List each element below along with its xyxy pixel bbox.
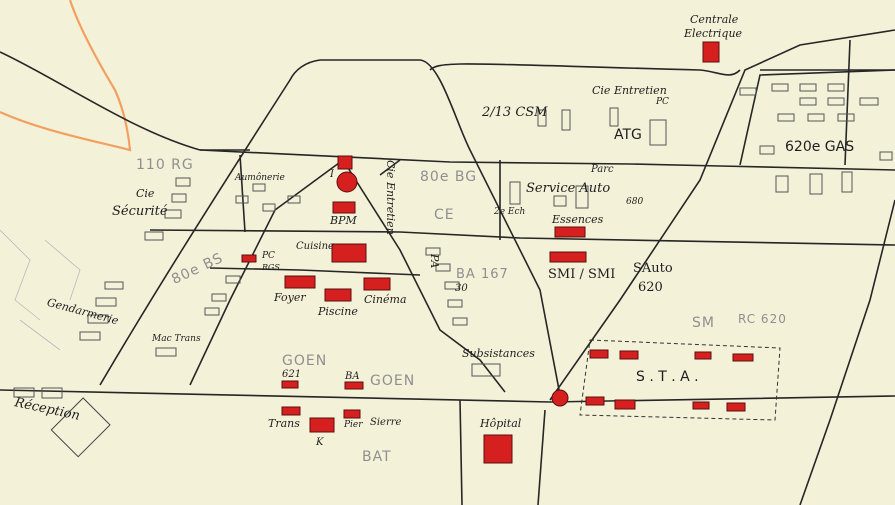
label-ce: CE	[434, 207, 455, 223]
road-inner-triangle-right	[342, 159, 506, 393]
label-621: 621	[282, 369, 302, 380]
label-rgs: RGS	[262, 263, 280, 272]
pencil-terrain	[0, 229, 81, 351]
road-hospital-left	[459, 399, 463, 505]
label-bat: BAT	[362, 449, 392, 465]
label-centrale: Centrale	[690, 13, 739, 26]
label-piscine: Piscine	[318, 305, 358, 318]
label-sm: SM	[692, 315, 715, 331]
foyer-building	[284, 275, 316, 289]
road-main-ew	[199, 149, 895, 171]
trans-building-1	[281, 406, 301, 416]
road-inner-triangle-left	[189, 159, 344, 386]
aumonerie-building	[241, 254, 257, 263]
label-parc: Parc	[591, 164, 614, 175]
label-aumonerie: Aumônerie	[235, 173, 285, 183]
label-foyer: Foyer	[274, 291, 306, 304]
sta-building-5	[585, 396, 605, 406]
label-csm: 2/13 CSM	[482, 105, 548, 120]
road-mid-ew	[149, 229, 895, 246]
sta-building-7	[692, 401, 710, 410]
label-cie: Cie	[136, 187, 155, 200]
label-sta: S . T . A .	[636, 369, 699, 385]
label-ech2: 2e Ech	[494, 207, 526, 217]
label-trans: Trans	[268, 417, 300, 430]
cie-entretien-building	[337, 155, 353, 170]
label-electrique: Electrique	[684, 27, 743, 40]
label-pier: Pier	[344, 420, 363, 430]
road-mid-vert	[379, 159, 401, 176]
cuisine-building	[331, 243, 367, 263]
label-680: 680	[626, 197, 644, 207]
sta-building-1	[589, 349, 609, 359]
label-cinema: Cinéma	[364, 293, 407, 306]
road-northeast	[429, 63, 741, 76]
label-smi: SMI / SMI	[548, 267, 616, 282]
label-cie-entretien-vertical: Cie Entretien	[384, 160, 397, 235]
label-atg: ATG	[614, 127, 642, 143]
hopital-building	[483, 434, 513, 464]
sta-building-8	[726, 402, 746, 412]
label-sauto: SAuto	[633, 261, 673, 276]
bpm-circle	[336, 171, 358, 193]
label-620: 620	[638, 280, 663, 295]
sta-building-4	[732, 353, 754, 362]
label-30: 30	[455, 283, 468, 294]
road-east-block-left	[739, 69, 895, 166]
river-line	[0, 0, 132, 152]
label-essences: Essences	[552, 213, 604, 226]
sta-building-2	[619, 350, 639, 360]
label-subsistances: Subsistances	[462, 347, 535, 360]
label-110rg: 110 RG	[136, 157, 194, 173]
label-hopital: Hôpital	[480, 417, 522, 430]
reception-gate	[50, 397, 111, 458]
road-inner-ew	[209, 267, 421, 276]
road-north	[0, 51, 201, 151]
621-building	[281, 380, 299, 389]
road-south	[0, 389, 895, 403]
hollow-buildings	[13, 83, 893, 399]
label-securite: Sécurité	[112, 204, 168, 219]
label-gas620: 620e GAS	[785, 139, 855, 155]
road-west-vert	[239, 154, 246, 233]
label-80bg: 80e BG	[420, 169, 478, 185]
road-ne-diag	[799, 199, 895, 505]
sta-boundary	[579, 339, 781, 421]
label-ba: BA	[345, 371, 360, 382]
road-diag-east	[549, 29, 895, 401]
label-k: K	[316, 437, 324, 448]
label-rc620: RC 620	[738, 312, 787, 326]
smi-building	[549, 251, 587, 263]
label-pc: PC	[656, 97, 669, 107]
sta-building-3	[694, 351, 712, 360]
label-i: I	[330, 169, 334, 180]
piscine-building	[324, 288, 352, 302]
label-serre: Sierre	[370, 417, 402, 428]
label-goen-2: GOEN	[370, 373, 416, 389]
label-cuisine: Cuisine	[296, 241, 334, 252]
bpm-building	[332, 201, 356, 214]
label-mactrans: Mac Trans	[152, 334, 201, 344]
trans-building-2	[309, 417, 335, 433]
label-pa: PA	[428, 254, 441, 269]
label-ba167: BA 167	[456, 267, 509, 282]
essences-building	[554, 226, 586, 238]
sta-building-6	[614, 399, 636, 410]
ba-building	[344, 381, 364, 390]
road-east-vert	[844, 39, 851, 166]
sta-circle	[551, 389, 569, 407]
cinema-building	[363, 277, 391, 291]
label-service-auto: Service Auto	[526, 181, 611, 196]
road-hospital-right	[537, 409, 546, 505]
road-loop-top	[99, 59, 561, 396]
label-pc-rgs: PC	[262, 251, 275, 261]
label-goen-1: GOEN	[282, 353, 328, 369]
label-entretien: Cie Entretien	[592, 84, 667, 97]
centrale-building	[702, 41, 720, 63]
pier-building	[343, 409, 361, 419]
label-bpm: BPM	[330, 214, 357, 227]
